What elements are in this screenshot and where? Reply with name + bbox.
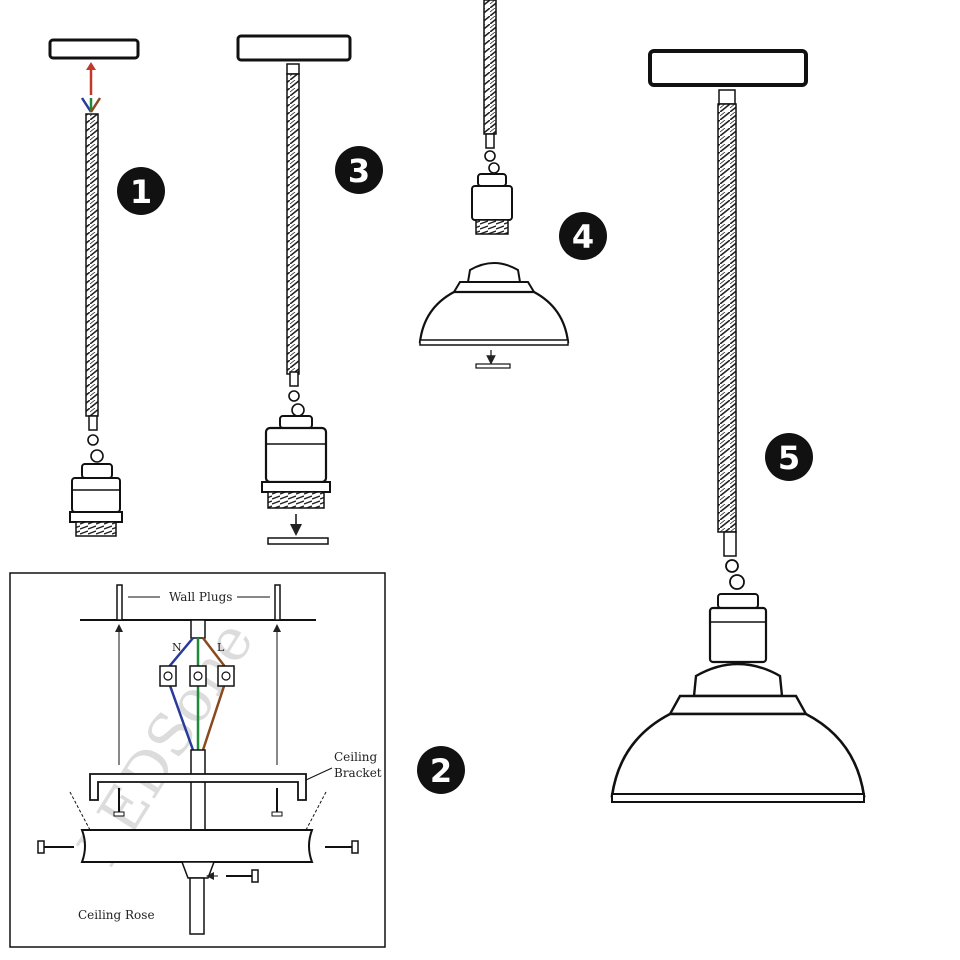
step-5-assembly <box>610 49 866 803</box>
step-3-assembly <box>236 34 352 545</box>
ceiling-plate-3 <box>236 34 352 62</box>
rope-cable-5 <box>717 103 737 533</box>
ceiling-plate-1 <box>48 38 140 60</box>
lamp-shade-5 <box>610 662 866 803</box>
side-screws <box>37 840 359 883</box>
ceiling-rose <box>80 829 314 935</box>
ceiling-bracket-label-2: Bracket <box>334 766 382 780</box>
live-label: L <box>217 641 225 654</box>
bracket-screws <box>113 788 283 817</box>
lamp-holder-5 <box>708 593 768 664</box>
ceiling-rose-label: Ceiling Rose <box>78 908 155 922</box>
terminal-blocks <box>159 665 235 687</box>
rope-cable-1 <box>85 113 99 417</box>
wiring-diagram-panel: LEDSone Wall Plugs N L <box>9 572 386 948</box>
ceiling-bracket <box>89 773 307 801</box>
step-number-5: 5 <box>778 439 800 477</box>
step-1-assembly <box>48 38 140 537</box>
step-badge-3: 3 <box>335 146 383 194</box>
step-number-3: 3 <box>348 152 370 190</box>
rope-cable-3 <box>286 73 300 375</box>
lamp-holder-4 <box>471 173 513 235</box>
neutral-label: N <box>172 641 182 654</box>
step-badge-5: 5 <box>765 433 813 481</box>
ceiling-plate-5 <box>648 49 808 87</box>
lamp-holder-3 <box>261 415 331 509</box>
step-number-4: 4 <box>572 218 594 256</box>
lamp-shade-4 <box>418 262 570 346</box>
step-badge-4: 4 <box>559 212 607 260</box>
wall-plugs-label: Wall Plugs <box>169 590 232 604</box>
step-number-1: 1 <box>130 173 152 211</box>
step-badge-1: 1 <box>117 167 165 215</box>
step-number-2: 2 <box>430 752 452 790</box>
step-badge-2: 2 <box>417 746 465 794</box>
step-4-assembly <box>418 0 570 369</box>
rope-cable-4 <box>483 0 497 135</box>
lamp-holder-1 <box>69 463 123 537</box>
ceiling-bracket-label-1: Ceiling <box>334 750 378 764</box>
